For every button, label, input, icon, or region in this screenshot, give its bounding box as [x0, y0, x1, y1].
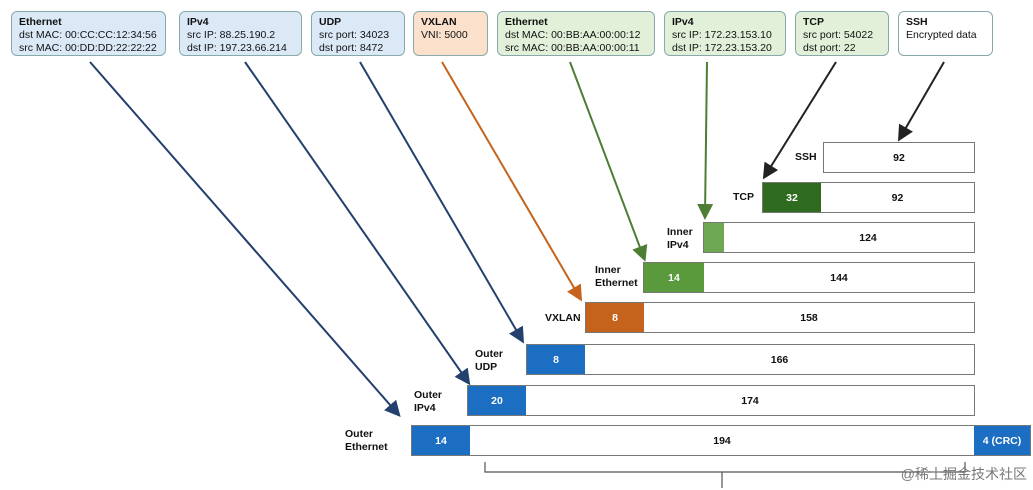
payload-segment: 194 — [713, 434, 731, 447]
header-box-tcp: TCP src port: 54022 dst port: 22 — [795, 11, 889, 56]
header-segment: 20 — [727, 231, 739, 244]
payload-segment: 92 — [893, 151, 905, 164]
layer-bar-tcp: 32 92 — [762, 182, 975, 213]
header-segment — [704, 223, 724, 252]
header-line: dst MAC: 00:BB:AA:00:00:12 — [505, 29, 641, 41]
crc-segment: 4 (CRC) — [974, 426, 1030, 455]
layer-label-outer-ethernet: Outer Ethernet — [345, 428, 388, 453]
header-box-ethernet-outer: Ethernet dst MAC: 00:CC:CC:12:34:56 src … — [11, 11, 166, 56]
header-line: dst IP: 172.23.153.20 — [672, 42, 772, 54]
header-line: src IP: 88.25.190.2 — [187, 29, 276, 41]
payload-segment: 158 — [800, 311, 818, 324]
header-title: TCP — [803, 16, 824, 28]
header-line: Encrypted data — [906, 29, 977, 41]
arrow-inner-ipv4 — [697, 61, 714, 220]
header-line: dst port: 22 — [803, 42, 856, 54]
header-line: VNI: 5000 — [421, 29, 468, 41]
layer-bar-outer-ipv4: 20 174 — [467, 385, 975, 416]
header-title: Ethernet — [505, 16, 548, 28]
header-segment: 14 — [412, 426, 470, 455]
header-segment: 32 — [763, 183, 821, 212]
layer-label-inner-ethernet: Inner Ethernet — [595, 264, 638, 289]
header-line: src IP: 172.23.153.10 — [672, 29, 772, 41]
header-line: src MAC: 00:BB:AA:00:00:11 — [505, 42, 640, 54]
header-title: IPv4 — [187, 16, 209, 28]
header-box-ssh: SSH Encrypted data — [898, 11, 993, 56]
header-title: SSH — [906, 16, 928, 28]
layer-bar-vxlan: 8 158 — [585, 302, 975, 333]
header-title: Ethernet — [19, 16, 62, 28]
header-title: VXLAN — [421, 16, 457, 28]
header-line: src port: 54022 — [803, 29, 874, 41]
layer-bar-ssh: 92 — [823, 142, 975, 173]
layer-bar-inner-ethernet: 14 144 — [643, 262, 975, 293]
header-box-ipv4-inner: IPv4 src IP: 172.23.153.10 dst IP: 172.2… — [664, 11, 786, 56]
arrow-ssh — [897, 61, 945, 142]
layer-label-outer-udp: Outer UDP — [475, 348, 504, 373]
watermark-text: @稀土掘金技术社区 — [900, 466, 1027, 482]
header-box-ipv4-outer: IPv4 src IP: 88.25.190.2 dst IP: 197.23.… — [179, 11, 302, 56]
arrow-inner-ethernet — [569, 61, 648, 262]
header-title: UDP — [319, 16, 342, 28]
layer-label-ssh: SSH — [795, 151, 817, 163]
layer-label-inner-ipv4: Inner IPv4 — [667, 226, 693, 251]
layer-label-outer-ipv4: Outer IPv4 — [414, 389, 443, 414]
header-box-vxlan: VXLAN VNI: 5000 — [413, 11, 488, 56]
header-segment: 8 — [527, 345, 585, 374]
header-line: src port: 34023 — [319, 29, 390, 41]
payload-segment: 166 — [770, 353, 789, 366]
header-segment: 14 — [644, 263, 704, 292]
header-segment: 20 — [468, 386, 526, 415]
layer-label-tcp: TCP — [733, 191, 754, 203]
header-segment: 8 — [586, 303, 644, 332]
arrow-tcp — [762, 61, 837, 180]
header-line: src MAC: 00:DD:DD:22:22:22 — [19, 42, 157, 54]
payload-segment: 174 — [741, 394, 759, 407]
header-line: dst MAC: 00:CC:CC:12:34:56 — [19, 29, 157, 41]
layer-bar-outer-ethernet: 14 194 4 (CRC) — [411, 425, 1031, 456]
payload-brace — [484, 462, 966, 488]
arrow-outer-ipv4 — [244, 61, 471, 386]
header-title: IPv4 — [672, 16, 694, 28]
header-box-ethernet-inner: Ethernet dst MAC: 00:BB:AA:00:00:12 src … — [497, 11, 655, 56]
layer-bar-inner-ipv4: 20 124 — [703, 222, 975, 253]
header-line: dst IP: 197.23.66.214 — [187, 42, 287, 54]
header-line: dst port: 8472 — [319, 42, 384, 54]
layer-label-vxlan: VXLAN — [545, 312, 581, 324]
payload-segment: 144 — [830, 271, 848, 284]
payload-segment: 124 — [859, 231, 877, 244]
header-box-udp: UDP src port: 34023 dst port: 8472 — [311, 11, 405, 56]
layer-bar-outer-udp: 8 166 — [526, 344, 975, 375]
arrow-outer-ethernet — [89, 61, 401, 418]
arrow-vxlan — [441, 61, 583, 302]
payload-segment: 92 — [891, 191, 904, 204]
arrow-outer-udp — [359, 61, 525, 344]
